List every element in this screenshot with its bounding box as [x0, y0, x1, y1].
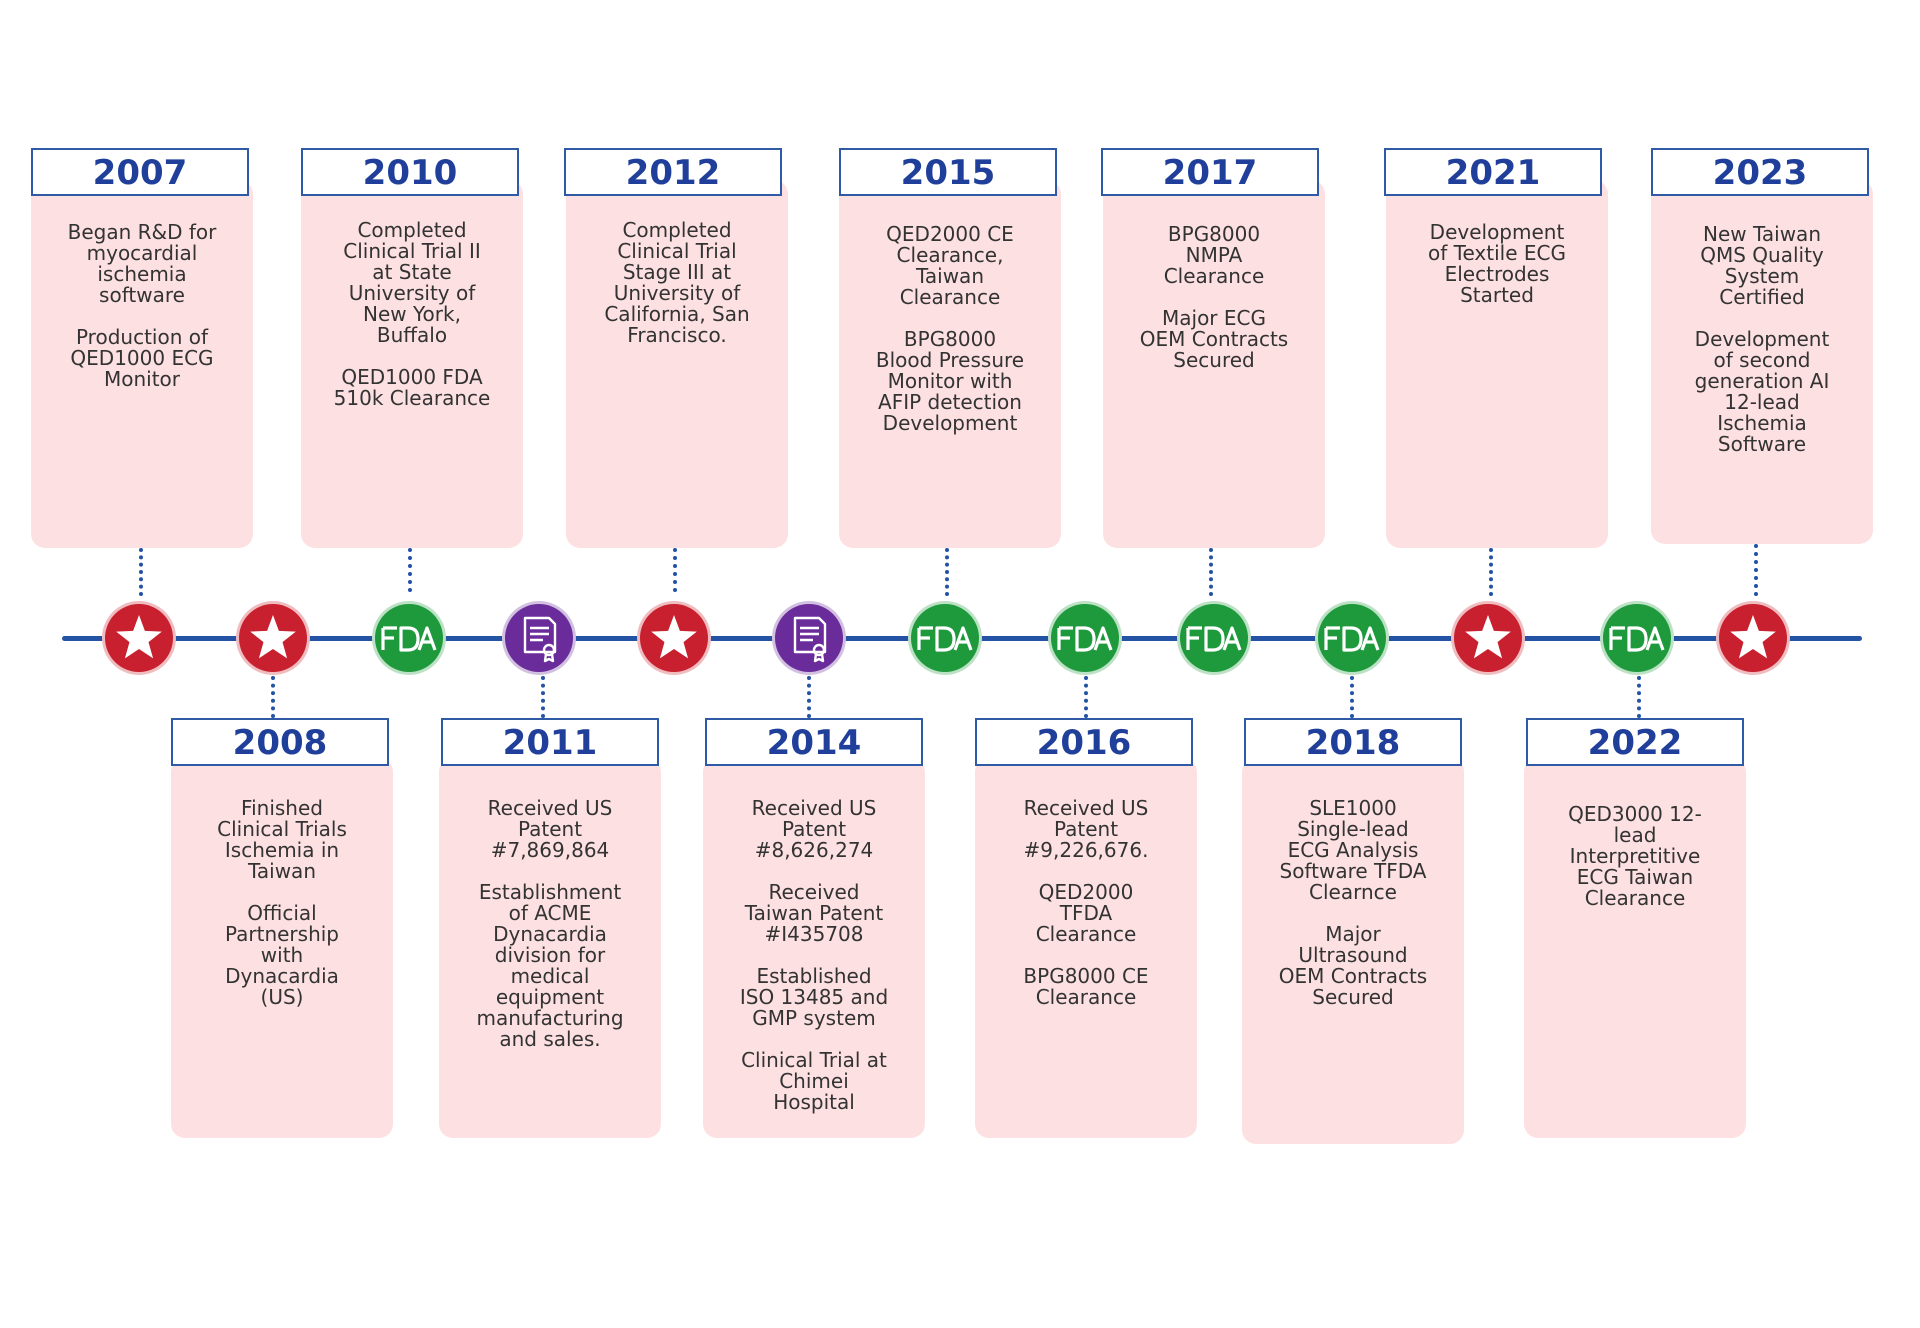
- event-year-2010: 2010: [301, 148, 519, 196]
- connector-2018: [1350, 676, 1354, 718]
- event-card-2010: Completed Clinical Trial II at State Uni…: [301, 180, 523, 548]
- fda-icon: [1048, 601, 1122, 675]
- event-year-2022: 2022: [1526, 718, 1744, 766]
- event-text: Completed Clinical Trial II at State Uni…: [333, 218, 491, 410]
- star-icon: [1716, 601, 1790, 675]
- event-card-2011: Received US Patent #7,869,864 Establishm…: [439, 758, 661, 1138]
- connector-2022: [1637, 676, 1641, 718]
- event-card-2022: QED3000 12- lead Interpretitive ECG Taiw…: [1524, 758, 1746, 1138]
- event-year-2021: 2021: [1384, 148, 1602, 196]
- event-year-2023: 2023: [1651, 148, 1869, 196]
- event-card-2023: New Taiwan QMS Quality System Certified …: [1651, 180, 1873, 544]
- event-text: Completed Clinical Trial Stage III at Un…: [604, 218, 750, 347]
- event-card-2016: Received US Patent #9,226,676. QED2000 T…: [975, 758, 1197, 1138]
- event-year-2011: 2011: [441, 718, 659, 766]
- event-year-2017: 2017: [1101, 148, 1319, 196]
- event-text: BPG8000 NMPA Clearance Major ECG OEM Con…: [1139, 222, 1289, 372]
- connector-2011: [541, 676, 545, 718]
- connector-2021: [1489, 548, 1493, 596]
- star-icon: [637, 601, 711, 675]
- event-text: Began R&D for myocardial ischemia softwa…: [67, 220, 217, 391]
- star-icon: [102, 601, 176, 675]
- event-card-2018: SLE1000 Single-lead ECG Analysis Softwar…: [1242, 758, 1464, 1144]
- patent-certificate-icon: [502, 601, 576, 675]
- connector-2017: [1209, 548, 1213, 596]
- event-text: Development of Textile ECG Electrodes St…: [1428, 220, 1566, 307]
- star-icon: [236, 601, 310, 675]
- event-year-2015: 2015: [839, 148, 1057, 196]
- connector-2023: [1754, 544, 1758, 596]
- connector-2012: [673, 548, 677, 592]
- fda-icon: [1600, 601, 1674, 675]
- event-year-2016: 2016: [975, 718, 1193, 766]
- event-card-2007: Began R&D for myocardial ischemia softwa…: [31, 180, 253, 548]
- event-year-2007: 2007: [31, 148, 249, 196]
- event-year-2014: 2014: [705, 718, 923, 766]
- event-text: New Taiwan QMS Quality System Certified …: [1694, 222, 1830, 456]
- event-card-2021: Development of Textile ECG Electrodes St…: [1386, 180, 1608, 548]
- fda-icon: [908, 601, 982, 675]
- connector-2008: [271, 676, 275, 718]
- connector-2016: [1084, 676, 1088, 718]
- event-year-2008: 2008: [171, 718, 389, 766]
- event-card-2008: Finished Clinical Trials Ischemia in Tai…: [171, 758, 393, 1138]
- event-text: SLE1000 Single-lead ECG Analysis Softwar…: [1278, 796, 1428, 1009]
- event-card-2012: Completed Clinical Trial Stage III at Un…: [566, 180, 788, 548]
- fda-icon: [372, 601, 446, 675]
- connector-2007: [139, 548, 143, 596]
- connector-2010: [408, 548, 412, 592]
- event-text: QED3000 12- lead Interpretitive ECG Taiw…: [1568, 802, 1702, 910]
- fda-icon: [1315, 601, 1389, 675]
- connector-2015: [945, 548, 949, 596]
- event-card-2017: BPG8000 NMPA Clearance Major ECG OEM Con…: [1103, 180, 1325, 548]
- event-year-2018: 2018: [1244, 718, 1462, 766]
- star-icon: [1451, 601, 1525, 675]
- event-year-2012: 2012: [564, 148, 782, 196]
- event-text: QED2000 CE Clearance, Taiwan Clearance B…: [875, 222, 1025, 435]
- event-text: Received US Patent #7,869,864 Establishm…: [476, 796, 624, 1051]
- event-text: Finished Clinical Trials Ischemia in Tai…: [217, 796, 347, 1009]
- event-text: Received US Patent #8,626,274 Received T…: [739, 796, 889, 1114]
- event-text: Received US Patent #9,226,676. QED2000 T…: [1023, 796, 1149, 1009]
- event-card-2014: Received US Patent #8,626,274 Received T…: [703, 758, 925, 1138]
- event-card-2015: QED2000 CE Clearance, Taiwan Clearance B…: [839, 180, 1061, 548]
- patent-certificate-icon: [772, 601, 846, 675]
- fda-icon: [1177, 601, 1251, 675]
- connector-2014: [807, 676, 811, 718]
